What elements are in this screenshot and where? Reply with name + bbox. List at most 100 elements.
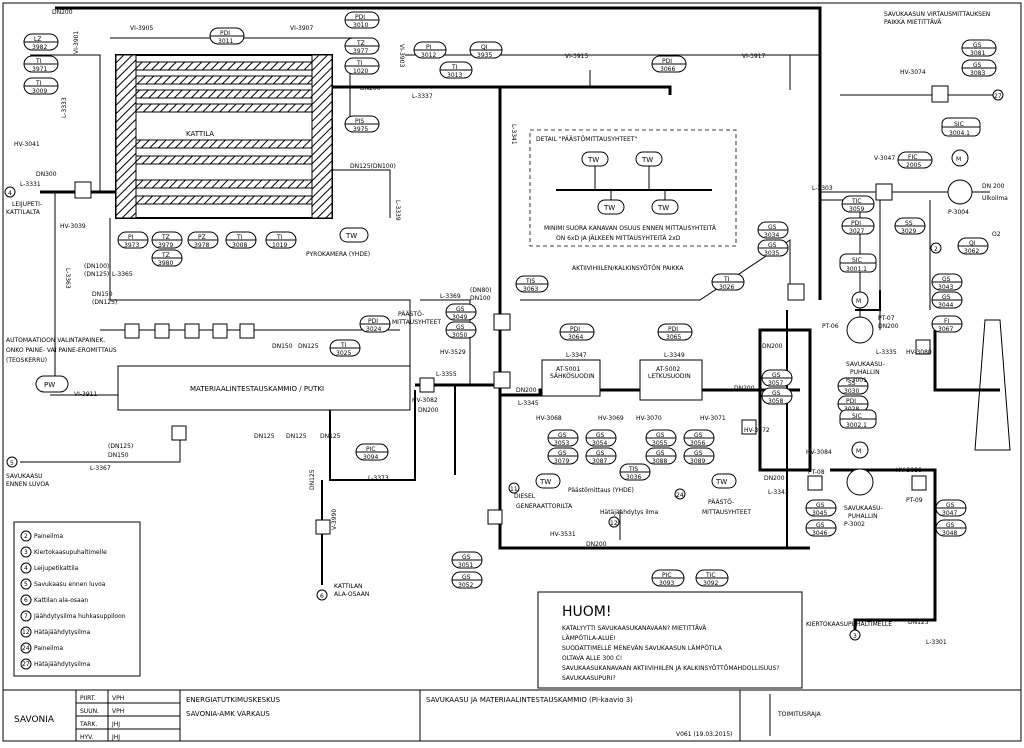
svg-text:PI: PI — [128, 234, 134, 241]
svg-text:ONKO PAINE- VAI PAINE-EROMITTA: ONKO PAINE- VAI PAINE-EROMITTAUS — [6, 347, 117, 354]
fan-p3002 — [846, 468, 874, 496]
svg-text:GS: GS — [942, 276, 951, 283]
title-block: SAVONIA PIIRT.VPH SUUN.VPH TARK.JHJ HYV.… — [3, 689, 1021, 741]
svg-text:1019: 1019 — [272, 242, 287, 249]
svg-text:DN125: DN125 — [320, 433, 341, 440]
legend-marker — [20, 562, 32, 574]
svg-text:3975: 3975 — [353, 126, 368, 133]
svg-text:DN300: DN300 — [36, 171, 57, 178]
svg-text:3063: 3063 — [523, 286, 538, 293]
svg-text:SUUN.: SUUN. — [80, 708, 99, 715]
svg-text:3012: 3012 — [421, 52, 436, 59]
svg-text:GS: GS — [946, 502, 955, 509]
svg-text:3057: 3057 — [768, 380, 783, 387]
svg-text:12: 12 — [610, 520, 618, 527]
svg-text:3051: 3051 — [458, 562, 473, 569]
svg-text:(DN125): (DN125) — [92, 299, 117, 306]
svg-text:VI-3903: VI-3903 — [398, 44, 405, 67]
svg-text:3043: 3043 — [938, 284, 953, 291]
svg-text:3980: 3980 — [158, 260, 173, 267]
legend-marker — [20, 642, 32, 654]
svg-text:M: M — [856, 448, 861, 455]
svg-text:TW: TW — [539, 478, 551, 486]
svg-text:O2: O2 — [992, 231, 1001, 238]
svg-text:ALA-OSAAN: ALA-OSAAN — [334, 591, 369, 598]
legend-text: Savukaasu ennen luvoa — [34, 581, 106, 588]
svg-text:SIC: SIC — [852, 257, 862, 264]
svg-text:GS: GS — [694, 450, 703, 457]
svg-text:PDI: PDI — [662, 58, 672, 65]
svg-text:SAVUKAASUN VIRTAUSMITTAUKSEN: SAVUKAASUN VIRTAUSMITTAUKSEN — [884, 11, 990, 18]
svg-text:L-3345: L-3345 — [518, 400, 539, 407]
svg-text:3010: 3010 — [353, 22, 368, 29]
svg-text:3977: 3977 — [353, 48, 368, 55]
svg-text:L-3341: L-3341 — [510, 124, 517, 145]
svg-text:3025: 3025 — [336, 350, 351, 357]
svg-text:3058: 3058 — [768, 398, 783, 405]
equipment: MATERIAALINTESTAUSKAMMIO / PUTKI AT-5001… — [35, 85, 973, 535]
svg-text:TW: TW — [345, 232, 357, 240]
svg-text:3079: 3079 — [554, 458, 569, 465]
legend-text: Kattilan ala-osaan — [34, 597, 88, 604]
svg-text:TIS: TIS — [525, 278, 535, 285]
svg-text:3024: 3024 — [366, 326, 381, 333]
legend-marker — [20, 530, 32, 542]
svg-text:3935: 3935 — [477, 52, 492, 59]
electrostatic-filter — [541, 359, 601, 397]
svg-text:PDI: PDI — [846, 398, 856, 405]
svg-text:PDI: PDI — [570, 326, 580, 333]
legend-marker — [20, 610, 32, 622]
svg-text:L-3373: L-3373 — [368, 475, 389, 482]
svg-text:LETKUSUODIN: LETKUSUODIN — [648, 373, 691, 380]
svg-text:SAVONIA-AMK VARKAUS: SAVONIA-AMK VARKAUS — [186, 710, 270, 718]
svg-text:(TEOSKERRU): (TEOSKERRU) — [6, 357, 47, 364]
svg-text:6: 6 — [320, 593, 324, 600]
boiler-label: KATTILA — [186, 130, 214, 138]
svg-text:LZ: LZ — [34, 36, 41, 43]
svg-text:3050: 3050 — [452, 332, 467, 339]
svg-text:3054: 3054 — [592, 440, 607, 447]
svg-text:PUHALLIN: PUHALLIN — [848, 513, 878, 520]
svg-text:3009: 3009 — [32, 88, 47, 95]
svg-text:TI: TI — [340, 342, 347, 349]
svg-text:(DN125): (DN125) — [108, 443, 133, 450]
svg-text:3979: 3979 — [158, 242, 173, 249]
svg-text:DN200: DN200 — [516, 387, 537, 394]
svg-text:ENERGIATUTKIMUSKESKUS: ENERGIATUTKIMUSKESKUS — [186, 696, 281, 704]
legend-text: Jäähdytysilma huhkasuppiloon — [33, 613, 126, 620]
svg-text:3035: 3035 — [764, 250, 779, 257]
svg-text:TW: TW — [603, 204, 615, 212]
svg-text:DN125: DN125 — [254, 433, 275, 440]
svg-text:3034: 3034 — [764, 232, 779, 239]
svg-text:GS: GS — [772, 390, 781, 397]
svg-text:GS: GS — [946, 522, 955, 529]
svg-text:GS: GS — [772, 372, 781, 379]
svg-text:DN150: DN150 — [92, 291, 113, 298]
svg-text:PDI: PDI — [368, 318, 378, 325]
svg-text:2: 2 — [934, 246, 938, 253]
svg-text:ENNEN LUVOA: ENNEN LUVOA — [6, 481, 50, 488]
svg-text:3064: 3064 — [568, 334, 583, 341]
svg-text:DN150: DN150 — [272, 343, 293, 350]
svg-text:TI: TI — [236, 234, 243, 241]
